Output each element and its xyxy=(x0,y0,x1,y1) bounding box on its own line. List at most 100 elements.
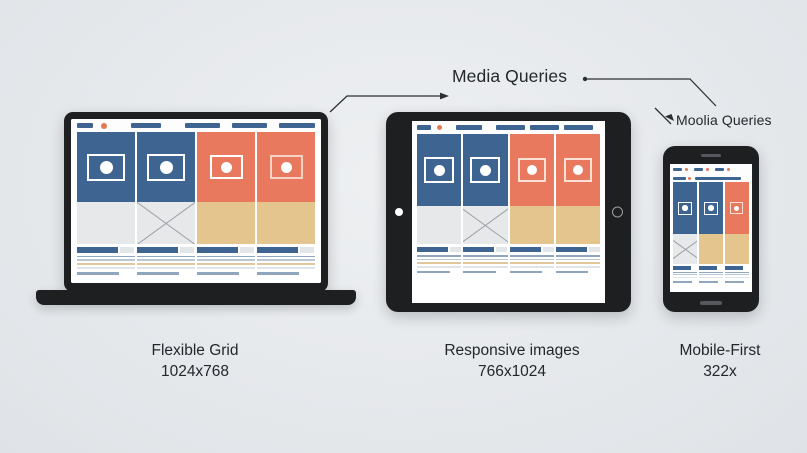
image-dot xyxy=(99,160,113,174)
text-column xyxy=(417,247,462,298)
image-dot xyxy=(280,161,292,173)
text-line xyxy=(724,280,744,283)
text-line xyxy=(417,270,450,273)
phone-screen xyxy=(670,164,752,292)
nav-dot-icon xyxy=(727,168,730,171)
image-placeholder-icon xyxy=(517,158,546,182)
image-dot xyxy=(433,164,445,176)
heading-stub xyxy=(542,247,554,252)
heading-stub xyxy=(588,247,600,252)
caption-phone: Mobile-First 322x xyxy=(620,341,807,383)
text-line xyxy=(463,266,508,268)
image-dot xyxy=(572,165,583,175)
hero-tile-blue xyxy=(698,182,724,234)
image-dot xyxy=(734,205,740,211)
connector-line-right-tail xyxy=(654,107,672,125)
heading-bar xyxy=(417,247,448,252)
nav-logo-bar xyxy=(77,123,93,128)
text-line xyxy=(463,262,508,264)
hero-tile-orange xyxy=(257,132,315,202)
text-line xyxy=(197,259,255,262)
text-line xyxy=(673,271,698,273)
nav-item-bar xyxy=(564,125,593,130)
image-placeholder-icon xyxy=(703,201,718,215)
heading-stub xyxy=(240,247,254,253)
text-line xyxy=(137,255,195,258)
connector-line-right xyxy=(585,78,717,107)
content-block-placeholder-x xyxy=(137,202,195,244)
text-line xyxy=(257,267,315,270)
laptop-content xyxy=(71,132,321,283)
content-block-tan xyxy=(555,206,600,244)
heading-stub xyxy=(180,247,194,253)
content-block-tan xyxy=(698,234,724,264)
text-line xyxy=(724,277,749,279)
nav-item-bar xyxy=(673,176,686,180)
hero-tile-blue xyxy=(417,134,462,206)
text-column xyxy=(509,247,554,298)
text-line xyxy=(673,277,698,279)
text-line xyxy=(257,263,315,266)
text-line xyxy=(463,270,496,273)
phone-nav-row-1 xyxy=(670,164,752,173)
phone-wireframe xyxy=(670,164,752,292)
nav-item-bar xyxy=(694,168,703,171)
text-line xyxy=(137,259,195,262)
text-line xyxy=(509,255,554,257)
content-block-gray xyxy=(77,202,135,244)
tablet-wireframe xyxy=(412,121,605,303)
tablet-nav-bar xyxy=(412,121,605,134)
text-line xyxy=(555,270,589,273)
phone-content xyxy=(670,182,752,292)
phone-hero-row xyxy=(673,182,749,234)
text-column xyxy=(673,266,698,289)
text-line xyxy=(463,255,508,257)
image-placeholder-icon xyxy=(87,153,125,181)
heading-stub xyxy=(450,247,461,252)
image-placeholder-icon xyxy=(269,155,303,179)
phone-text-row xyxy=(673,264,749,289)
image-dot xyxy=(682,205,688,211)
text-line xyxy=(137,267,195,270)
text-line xyxy=(724,271,749,273)
text-column xyxy=(197,247,255,278)
text-line xyxy=(417,258,462,261)
hero-tile-orange xyxy=(509,134,554,206)
phone-mid-row xyxy=(673,234,749,264)
hero-tile-orange xyxy=(197,132,255,202)
text-line xyxy=(197,263,255,266)
heading-bar xyxy=(509,247,541,252)
phone-home-bar[interactable] xyxy=(700,301,722,305)
text-column xyxy=(77,247,135,278)
caption-laptop: Flexible Grid 1024x768 xyxy=(95,341,295,383)
heading-bar xyxy=(137,247,178,253)
nav-item-bar xyxy=(184,123,221,128)
text-line xyxy=(257,259,315,262)
hero-tile-orange xyxy=(555,134,600,206)
laptop-text-row xyxy=(77,244,315,278)
content-block-tan xyxy=(257,202,315,244)
heading-bar xyxy=(698,266,717,270)
text-column xyxy=(463,247,508,298)
nav-item-bar xyxy=(232,123,268,128)
text-line xyxy=(77,259,135,262)
text-line xyxy=(509,270,543,273)
tablet-home-button[interactable] xyxy=(612,206,623,218)
text-line xyxy=(417,266,462,268)
connector-arrow-right xyxy=(665,114,674,121)
nav-item-bar xyxy=(279,123,315,128)
laptop-mid-row xyxy=(77,202,315,244)
hero-tile-blue xyxy=(77,132,135,202)
heading-stub xyxy=(120,247,134,253)
text-line xyxy=(77,263,135,266)
tablet-screen xyxy=(412,121,605,303)
text-column xyxy=(257,247,315,278)
text-line xyxy=(417,255,462,257)
text-line xyxy=(555,266,600,268)
text-line xyxy=(463,258,508,261)
nav-item-bar xyxy=(456,125,482,130)
heading-bar xyxy=(77,247,118,253)
nav-item-bar xyxy=(530,125,559,130)
heading-bar xyxy=(197,247,238,253)
text-heading xyxy=(417,247,461,252)
